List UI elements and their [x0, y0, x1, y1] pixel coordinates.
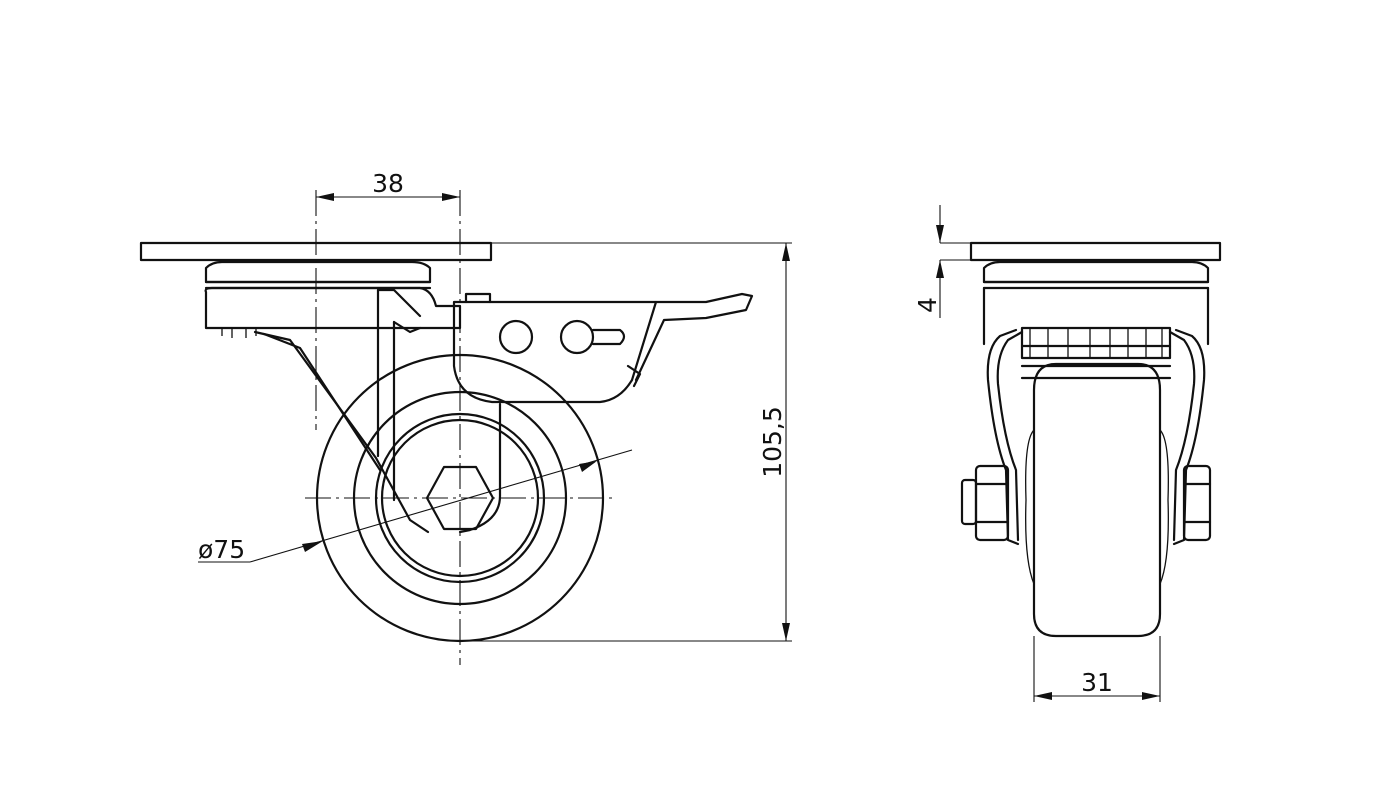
front-fork-left [986, 328, 1020, 546]
front-axle-nut-right [1182, 464, 1212, 542]
front-view [960, 241, 1222, 638]
dimension-wheel-width: 31 [1033, 636, 1161, 702]
dimension-wheel-diameter-label: ø75 [198, 535, 245, 564]
dimension-offset: 38 [316, 169, 460, 201]
front-brake-bar [1020, 326, 1172, 360]
front-axle-end-cap [960, 478, 978, 526]
brake-hole-1 [498, 319, 534, 355]
side-fork-stem [376, 288, 396, 502]
front-top-plate [969, 241, 1222, 262]
front-wheel [1032, 362, 1162, 638]
dimension-wheel-diameter: ø75 [198, 449, 633, 564]
dimension-wheel-width-label: 31 [1081, 668, 1113, 697]
side-swivel-housing [204, 286, 462, 330]
brake-hole-2 [559, 319, 595, 355]
side-bearing-ring [204, 260, 432, 284]
front-swivel-body [982, 286, 1210, 346]
dimension-offset-label: 38 [372, 169, 404, 198]
side-fork-leg [253, 330, 430, 534]
dimension-plate-thickness: 4 [913, 205, 971, 318]
side-view [139, 190, 754, 665]
front-fork-right [1172, 328, 1206, 546]
dimension-total-height-label: 105,5 [758, 406, 787, 478]
side-brake-lever [452, 300, 658, 404]
side-wheel-hub-inner [380, 418, 540, 578]
dimension-total-height: 105,5 [460, 242, 792, 642]
dimension-plate-thickness-label: 4 [913, 297, 942, 313]
front-bearing-ring [982, 260, 1210, 284]
front-axle-nut-left [974, 464, 1010, 542]
